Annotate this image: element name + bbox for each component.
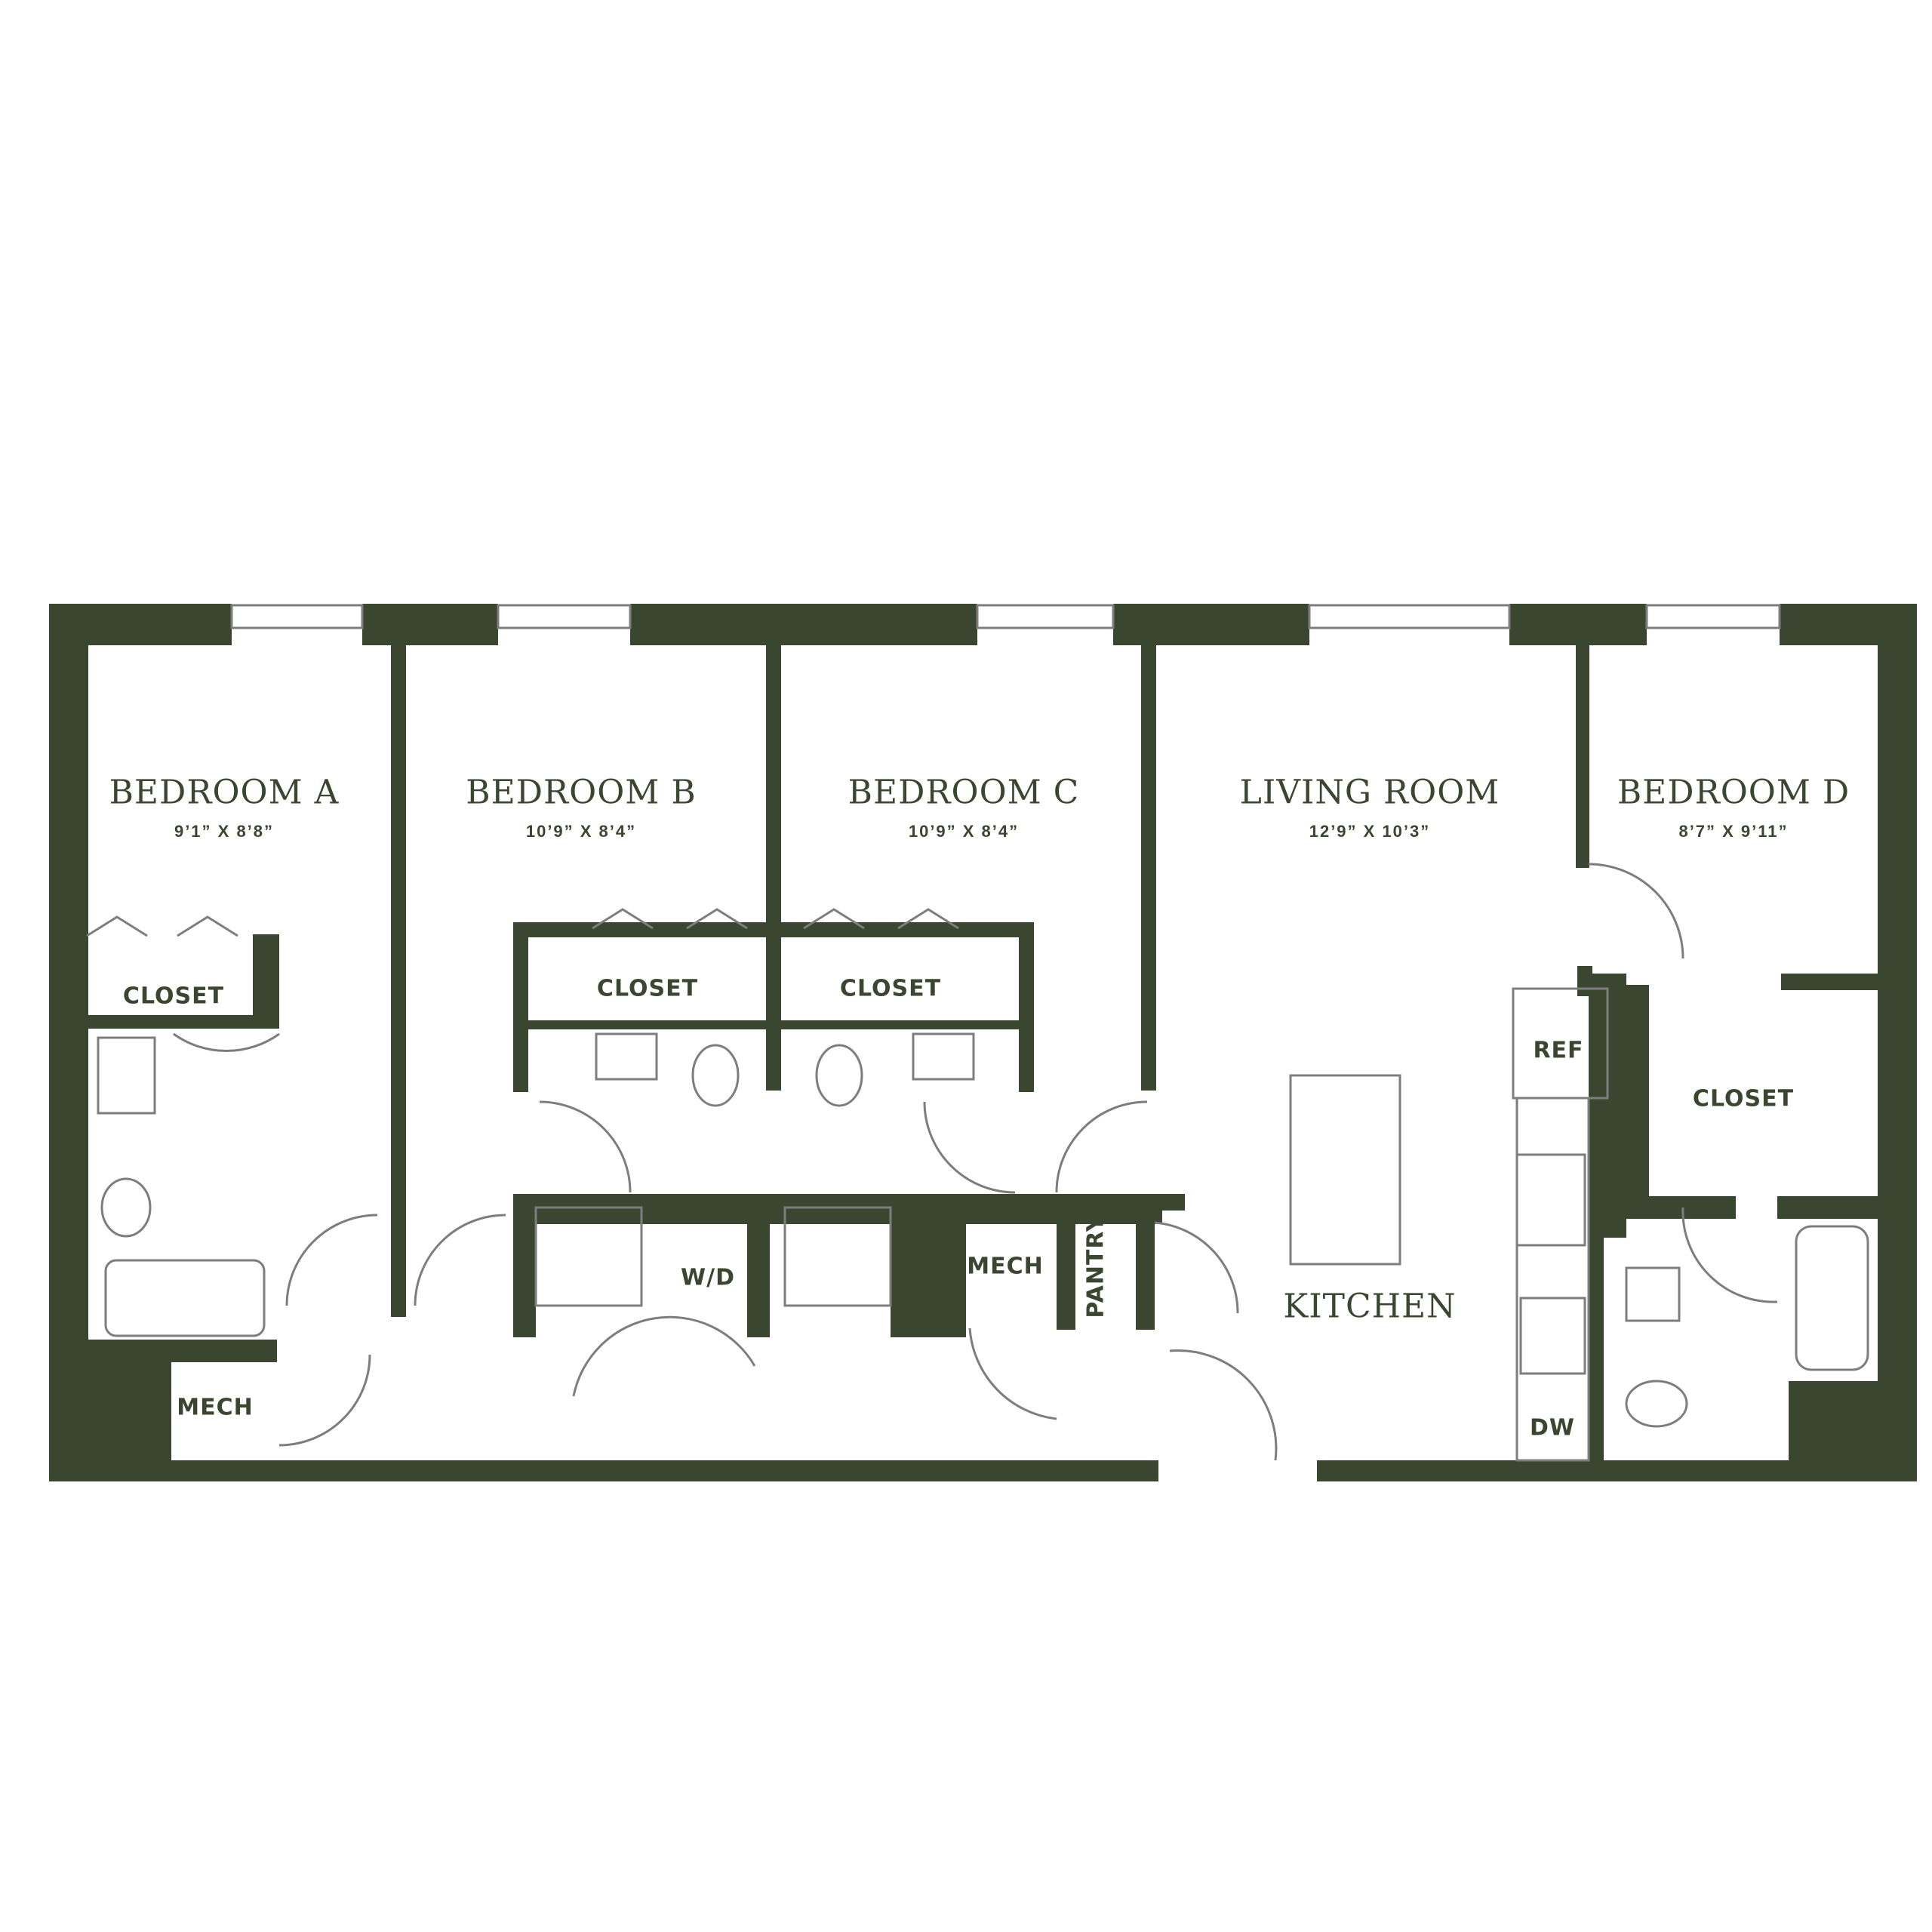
bedroom-c-dims: 10’9” X 8’4” bbox=[908, 822, 1020, 841]
mech-center-label: MECH bbox=[967, 1253, 1044, 1280]
mech-a-label: MECH bbox=[177, 1394, 254, 1421]
bedroom-d-dims: 8’7” X 9’11” bbox=[1678, 822, 1789, 841]
bedroom-c-name: BEDROOM C bbox=[848, 773, 1080, 812]
bedroom-a-name: BEDROOM A bbox=[109, 773, 340, 812]
fixture-lines bbox=[86, 863, 1869, 1462]
kitchen-name: KITCHEN bbox=[1283, 1287, 1457, 1326]
bedroom-d-name: BEDROOM D bbox=[1617, 773, 1850, 812]
bedroom-b-dims: 10’9” X 8’4” bbox=[525, 822, 637, 841]
washer-dryer-label: W/D bbox=[681, 1264, 735, 1291]
closet-a-label: CLOSET bbox=[122, 983, 225, 1010]
windows bbox=[230, 604, 1781, 629]
dishwasher-label: DW bbox=[1530, 1414, 1575, 1441]
refrigerator-label: REF bbox=[1533, 1037, 1584, 1064]
living-room-name: LIVING ROOM bbox=[1239, 773, 1500, 812]
walls bbox=[49, 604, 1917, 1481]
living-room-dims: 12’9” X 10’3” bbox=[1309, 822, 1431, 841]
closet-b-label: CLOSET bbox=[596, 975, 699, 1002]
closet-d-label: CLOSET bbox=[1692, 1085, 1795, 1112]
pantry-label: PANTRY bbox=[1082, 1214, 1109, 1318]
closet-c-label: CLOSET bbox=[839, 975, 942, 1002]
bedroom-b-name: BEDROOM B bbox=[466, 773, 697, 812]
bedroom-a-dims: 9’1” X 8’8” bbox=[174, 822, 275, 841]
